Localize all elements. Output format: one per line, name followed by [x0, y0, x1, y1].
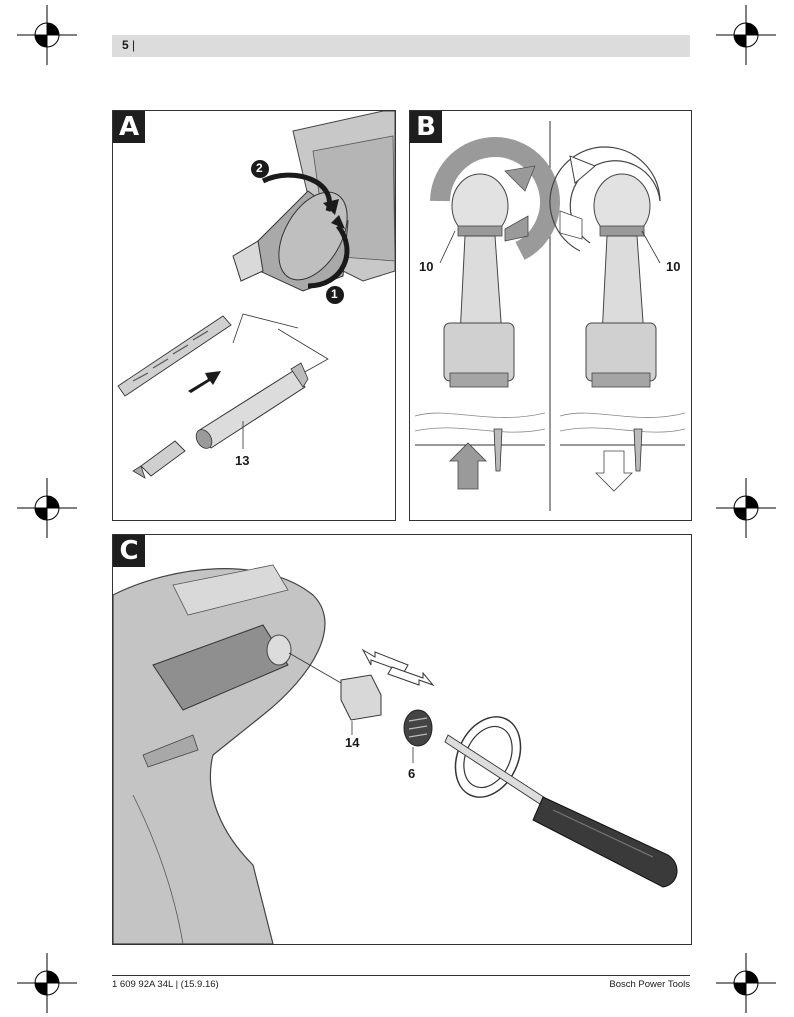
- footer-rule: [112, 975, 690, 976]
- registration-mark-mid-right: [716, 478, 776, 538]
- header-bar: 5 |: [112, 35, 690, 57]
- figure-c: C 14 6: [112, 534, 692, 945]
- registration-mark-bottom-right: [716, 953, 776, 1013]
- footer-brand: Bosch Power Tools: [609, 979, 690, 990]
- figure-a-illustration: [117, 111, 395, 479]
- figure-c-letter: C: [113, 535, 145, 567]
- figure-a: A 1 2 13: [112, 110, 396, 521]
- figure-a-letter: A: [113, 111, 145, 143]
- callout-6: 6: [408, 766, 416, 781]
- page-number-separator: |: [132, 38, 136, 52]
- figure-c-illustration: [113, 564, 678, 944]
- figure-b: B 10 10: [409, 110, 692, 521]
- registration-mark-bottom-left: [17, 953, 77, 1013]
- registration-mark-top-left: [17, 5, 77, 65]
- figure-b-illustration: [414, 121, 686, 511]
- figure-b-letter: B: [410, 111, 442, 143]
- callout-10-left: 10: [419, 259, 434, 274]
- page-number: 5: [122, 38, 129, 52]
- callout-14: 14: [345, 735, 360, 750]
- registration-mark-mid-left: [17, 478, 77, 538]
- callout-13: 13: [235, 453, 250, 468]
- step-badge-1: 1: [331, 287, 338, 301]
- callout-10-right: 10: [666, 259, 681, 274]
- footer-document-id: 1 609 92A 34L | (15.9.16): [112, 979, 219, 990]
- step-badge-2: 2: [256, 161, 263, 175]
- registration-mark-top-right: [716, 5, 776, 65]
